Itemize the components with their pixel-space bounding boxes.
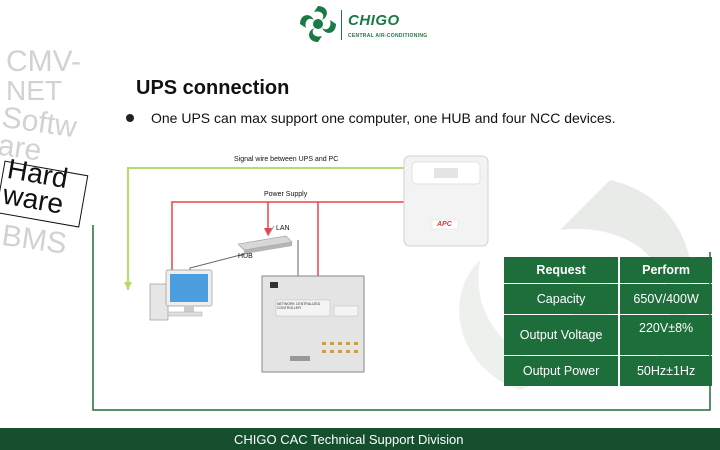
deco-word-hardware: Hard ware	[0, 153, 91, 243]
table-cell-perform: 50Hz±1Hz	[620, 356, 712, 386]
deco-word-net: NET	[6, 75, 62, 106]
computer-icon	[149, 269, 213, 321]
power-wire	[171, 201, 412, 278]
slide-title: UPS connection	[136, 77, 290, 99]
hub-icon	[237, 225, 293, 254]
ups-device-icon	[403, 155, 489, 247]
arrow-hub-icon	[264, 228, 272, 236]
lan-label: LAN	[276, 225, 290, 232]
table-header-request: Request	[504, 257, 619, 283]
hub-label: HUB	[238, 253, 253, 260]
brand-name: CHIGO	[348, 12, 400, 29]
ups-brand-label: APC	[437, 221, 452, 228]
chigo-swirl-logo-icon	[300, 6, 336, 42]
table-cell-request: Output Power	[504, 356, 619, 386]
controller-label: NETWORK CENTRALIZED CONTROLLER	[277, 302, 321, 310]
deco-word-cmv: CMV-	[6, 45, 81, 78]
table-header-perform: Perform	[620, 257, 712, 283]
footer-bar	[0, 428, 720, 450]
table-row: Output Voltage 220V±8%	[504, 315, 712, 355]
footer-text: CHIGO CAC Technical Support Division	[234, 432, 464, 447]
hardware-callout-shape	[0, 160, 89, 228]
table-cell-perform: 220V±8%	[620, 315, 712, 355]
brand-subtitle: CENTRAL AIR-CONDITIONING	[348, 33, 428, 39]
network-controller-icon	[261, 275, 365, 373]
table-header-row: Request Perform	[504, 257, 712, 283]
table-row: Output Power 50Hz±1Hz	[504, 356, 712, 386]
table-row: Capacity 650V/400W	[504, 284, 712, 314]
signal-wire-label: Signal wire between UPS and PC	[234, 156, 339, 163]
bullet-dot-icon	[126, 114, 134, 122]
table-cell-perform: 650V/400W	[620, 284, 712, 314]
arrow-pc-icon	[124, 282, 132, 290]
bullet-text: One UPS can max support one computer, on…	[151, 110, 616, 126]
ups-spec-table: Request Perform Capacity 650V/400W Outpu…	[502, 256, 714, 387]
brand-logo: CHIGO CENTRAL AIR-CONDITIONING	[298, 4, 448, 44]
table-cell-request: Capacity	[504, 284, 619, 314]
table-cell-request: Output Voltage	[504, 315, 619, 355]
logo-divider	[341, 10, 342, 40]
power-supply-label: Power Supply	[264, 191, 308, 198]
